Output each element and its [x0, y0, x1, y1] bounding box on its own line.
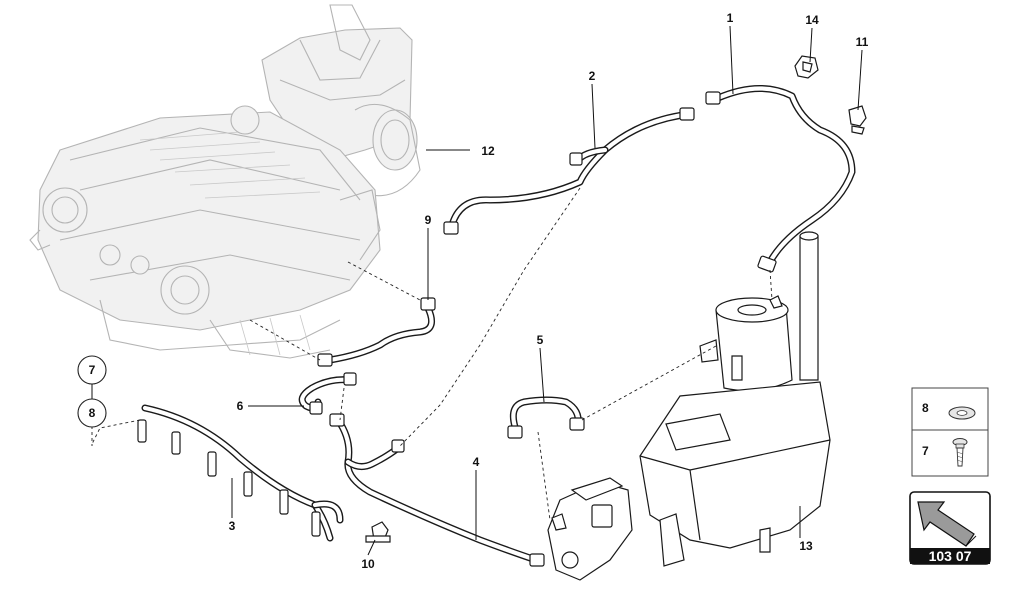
legend-label-7: 7 — [922, 444, 929, 458]
callout-6: 6 — [237, 399, 244, 413]
callout-5: 5 — [537, 333, 544, 347]
bracket-11 — [848, 105, 867, 135]
hose-5 — [507, 396, 585, 439]
callout-4: 4 — [473, 455, 480, 469]
circled-callouts: 7 8 — [77, 355, 107, 428]
filler-neck — [799, 231, 819, 381]
callout-2: 2 — [589, 69, 596, 83]
arrow-icon — [917, 501, 977, 547]
purge-valve — [547, 477, 633, 581]
engine-assembly — [29, 4, 421, 359]
connection-lines — [91, 187, 773, 521]
callout-8: 8 — [89, 406, 96, 420]
hose-1 — [705, 84, 856, 273]
reference-code: 103 07 — [929, 548, 972, 564]
callout-14: 14 — [805, 13, 819, 27]
legend: 8 7 — [911, 387, 989, 477]
injector-rail-3 — [137, 404, 344, 542]
hose-9 — [317, 297, 436, 367]
callout-11: 11 — [856, 35, 869, 49]
screw-icon — [952, 438, 968, 467]
callout-10: 10 — [361, 557, 375, 571]
reference-box: 103 07 — [909, 491, 991, 565]
callouts: 1 2 3 4 5 6 9 10 11 12 13 14 — [229, 11, 869, 571]
bracket-14 — [794, 55, 819, 79]
carbon-canister — [699, 295, 793, 392]
washer-icon — [948, 406, 976, 420]
callout-12: 12 — [481, 144, 495, 158]
leader-lines — [231, 25, 863, 556]
callout-7: 7 — [89, 363, 96, 377]
hose-2 — [443, 107, 695, 235]
hose-4 — [329, 413, 545, 567]
callout-9: 9 — [425, 213, 432, 227]
callout-13: 13 — [799, 539, 813, 553]
callout-3: 3 — [229, 519, 236, 533]
callout-1: 1 — [727, 11, 734, 25]
hose-6 — [298, 372, 357, 415]
tank-13 — [639, 381, 831, 567]
legend-label-8: 8 — [922, 401, 929, 415]
clip-10 — [365, 521, 391, 543]
